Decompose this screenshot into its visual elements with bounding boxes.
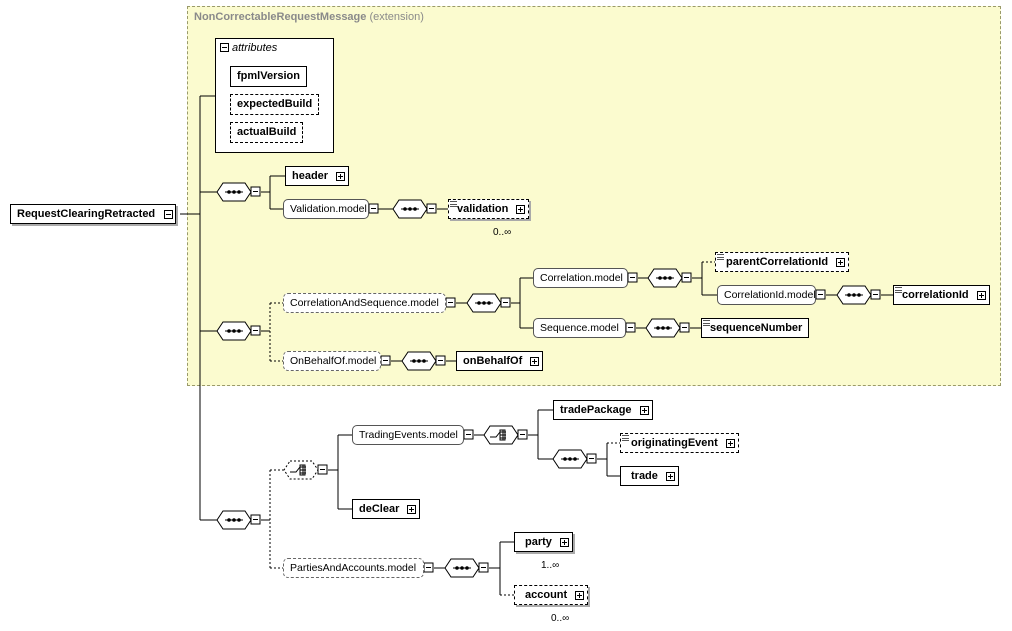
element-account[interactable]: account xyxy=(514,585,589,605)
expand-icon[interactable] xyxy=(665,472,675,481)
element-sequence-number[interactable]: sequenceNumber xyxy=(701,318,810,338)
sequence-compositor-3 xyxy=(216,510,252,530)
documentation-icon xyxy=(717,254,724,260)
sequence-compositor-on-behalf-of xyxy=(401,351,437,371)
choice-compositor-1 xyxy=(283,460,319,480)
element-header[interactable]: header xyxy=(285,166,350,186)
documentation-icon xyxy=(622,435,629,441)
element-party[interactable]: party xyxy=(514,532,573,552)
documentation-icon xyxy=(703,320,710,326)
extension-title: NonCorrectableRequestMessage (extension) xyxy=(194,11,424,23)
expand-icon[interactable] xyxy=(559,538,569,547)
choice-compositor-trading xyxy=(483,425,519,445)
group-correlation-id-model[interactable]: CorrelationId.model xyxy=(717,285,816,305)
expand-icon[interactable] xyxy=(639,406,649,415)
documentation-icon xyxy=(895,287,902,293)
sequence-compositor-correlation-id xyxy=(836,285,872,305)
group-correlation-model[interactable]: Correlation.model xyxy=(533,268,628,288)
compositor-shapes xyxy=(216,182,881,578)
sequence-compositor-sequence xyxy=(645,318,681,338)
expand-icon[interactable] xyxy=(407,505,417,514)
documentation-icon xyxy=(450,201,457,207)
sequence-compositor-correlation xyxy=(647,268,683,288)
group-sequence-model[interactable]: Sequence.model xyxy=(533,318,626,338)
expand-icon[interactable] xyxy=(530,357,540,366)
sequence-compositor-1 xyxy=(216,182,252,202)
expand-icon[interactable] xyxy=(336,172,346,181)
collapse-icon[interactable] xyxy=(220,43,229,52)
attribute-expected-build[interactable]: expectedBuild xyxy=(230,94,320,115)
attribute-fpml-version[interactable]: fpmlVersion xyxy=(230,66,307,87)
attributes-header: attributes xyxy=(220,42,277,54)
element-parent-correlation-id[interactable]: parentCorrelationId xyxy=(715,252,850,272)
root-element[interactable]: RequestClearingRetracted xyxy=(10,204,177,224)
sequence-compositor-2 xyxy=(216,321,252,341)
element-on-behalf-of[interactable]: onBehalfOf xyxy=(456,351,544,371)
cardinality-party: 1..∞ xyxy=(541,560,560,571)
collapse-icon[interactable] xyxy=(164,210,174,219)
cardinality-validation: 0..∞ xyxy=(493,227,512,238)
expand-icon[interactable] xyxy=(725,439,735,448)
group-parties-and-accounts-model[interactable]: PartiesAndAccounts.model xyxy=(283,558,424,578)
expand-icon[interactable] xyxy=(976,291,986,300)
group-correlation-and-sequence-model[interactable]: CorrelationAndSequence.model xyxy=(283,293,446,313)
element-validation[interactable]: validation xyxy=(448,199,530,219)
element-originating-event[interactable]: originatingEvent xyxy=(620,433,739,453)
sequence-compositor-trade xyxy=(552,449,588,469)
expand-icon[interactable] xyxy=(516,205,526,214)
element-de-clear[interactable]: deClear xyxy=(352,499,421,519)
element-trade[interactable]: trade xyxy=(620,466,679,486)
expand-icon[interactable] xyxy=(836,258,846,267)
expand-icon[interactable] xyxy=(575,591,585,600)
sequence-compositor-parties xyxy=(444,558,480,578)
sequence-compositor-validation xyxy=(392,199,428,219)
group-trading-events-model[interactable]: TradingEvents.model xyxy=(352,425,464,445)
group-validation-model[interactable]: Validation.model xyxy=(283,199,369,219)
element-trade-package[interactable]: tradePackage xyxy=(553,400,653,420)
sequence-compositor-corr-seq xyxy=(466,293,502,313)
cardinality-account: 0..∞ xyxy=(551,613,570,624)
element-correlation-id[interactable]: correlationId xyxy=(893,285,990,305)
attribute-actual-build[interactable]: actualBuild xyxy=(230,122,304,143)
group-on-behalf-of-model[interactable]: OnBehalfOf.model xyxy=(283,351,381,371)
